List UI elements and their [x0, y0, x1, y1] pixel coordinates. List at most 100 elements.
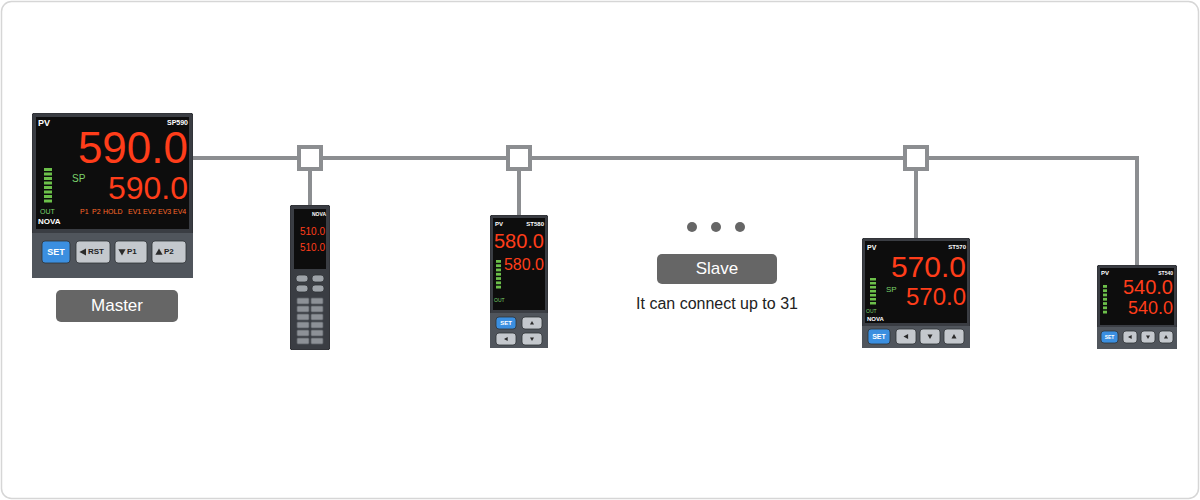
bargraph-segment: [496, 277, 501, 280]
display-face: [1100, 268, 1174, 325]
indicator-label: HOLD: [103, 207, 126, 216]
terminal-block: [311, 314, 323, 320]
indicator-label: P2: [92, 207, 103, 216]
push-button: [1123, 331, 1137, 343]
indicator-label: EV4: [173, 207, 187, 216]
bargraph-segment: [44, 177, 52, 180]
pv-display: 540.0: [1119, 276, 1173, 298]
bargraph-segment: [44, 195, 52, 198]
master-controller: PVSP590590.0SP590.0OUTP1P2HOLDEV1EV2EV3E…: [32, 113, 193, 278]
display-face: [294, 209, 326, 269]
pv-label: PV: [38, 118, 54, 128]
bargraph-segment: [1103, 294, 1107, 297]
bargraph-segment: [870, 298, 876, 301]
push-button: [312, 285, 324, 292]
button-label: SET: [496, 317, 516, 329]
sp-display: 510.0: [295, 241, 325, 254]
push-button: [522, 333, 542, 345]
push-button: [1141, 331, 1155, 343]
indicator-label: EV1: [128, 207, 142, 216]
bargraph-segment: [870, 286, 876, 289]
arrow-symbol: [1146, 335, 1150, 339]
sp-display: 580.0: [502, 255, 544, 275]
bargraph-segment: [870, 278, 876, 281]
arrow-symbol: [504, 337, 508, 341]
arrow-symbol: [118, 249, 125, 255]
ellipsis-dot: [687, 222, 697, 232]
slave-label: Slave: [657, 254, 777, 284]
push-button: [152, 241, 186, 263]
button-strip: [490, 313, 548, 348]
brand-label: NOVA: [867, 315, 893, 323]
brand-label: NOVA: [38, 217, 68, 227]
terminal-block: [297, 330, 309, 336]
din-rail-slave: NOVA510.0510.0: [290, 205, 330, 350]
button-label: SET: [868, 329, 890, 344]
bargraph-segment: [870, 302, 876, 305]
sp-display: 590.0: [88, 171, 188, 205]
arrow-symbol: [530, 337, 534, 341]
slave-controller: PVST570570.0SP570.0OUTNOVASET: [862, 238, 970, 348]
device-bezel: [290, 205, 330, 350]
bus-line: [193, 158, 1137, 265]
button-strip: [1097, 327, 1177, 349]
bargraph-segment: [44, 191, 52, 194]
indicator-label: P1: [80, 207, 91, 216]
push-button: [868, 329, 890, 344]
indicator-label: EV2: [143, 207, 157, 216]
bargraph-segment: [1103, 302, 1107, 305]
push-button: [42, 241, 70, 263]
device-bezel: [862, 238, 970, 348]
bargraph-segment: [496, 281, 501, 284]
arrow-symbol: [903, 334, 908, 339]
arrow-symbol: [155, 248, 162, 254]
arrow-symbol: [530, 321, 534, 325]
button-label: SET: [42, 241, 70, 263]
bargraph-segment: [496, 260, 501, 263]
out-label: OUT: [866, 308, 884, 315]
terminal-block: [297, 298, 309, 304]
device-bezel: [490, 215, 548, 348]
bargraph-segment: [496, 269, 501, 272]
out-label: OUT: [494, 297, 510, 304]
sp-display: 540.0: [1125, 298, 1173, 318]
pv-label: PV: [1101, 269, 1113, 277]
pv-display: 510.0: [295, 225, 325, 238]
terminal-block: [297, 338, 309, 344]
push-button: [76, 241, 110, 263]
bargraph-segment: [1103, 298, 1107, 301]
ellipsis-dot: [711, 222, 721, 232]
push-button: [312, 275, 324, 282]
pill-text: Master: [91, 296, 143, 316]
pv-display: 590.0: [62, 125, 188, 171]
slave-controller: PVST540540.0540.0SET: [1097, 265, 1177, 349]
terminal-block: [311, 338, 323, 344]
terminal-block: [311, 298, 323, 304]
push-button: [496, 317, 516, 329]
push-button: [920, 329, 940, 344]
arrow-symbol: [79, 248, 86, 255]
terminal-block: [297, 314, 309, 320]
arrow-symbol: [951, 334, 956, 338]
button-strip: [862, 326, 970, 348]
push-button: [296, 275, 308, 282]
bargraph-segment: [870, 290, 876, 293]
button-label: P2: [164, 241, 184, 263]
button-label: P1: [127, 241, 146, 263]
sp-display: 570.0: [902, 283, 966, 310]
push-button: [115, 241, 147, 263]
bargraph-segment: [44, 200, 52, 203]
terminal-block: [311, 306, 323, 312]
bus-line: [193, 158, 519, 215]
button-strip: [32, 233, 193, 278]
model-name: ST580: [518, 220, 544, 228]
caption-note: It can connect up to 31: [636, 294, 798, 314]
device-bezel: [1097, 265, 1177, 349]
sp-label: SP: [72, 173, 88, 185]
button-label: SET: [1101, 331, 1118, 343]
pv-label: PV: [495, 220, 507, 228]
sp-label: SP: [886, 285, 900, 295]
arrow-symbol: [1164, 335, 1168, 339]
